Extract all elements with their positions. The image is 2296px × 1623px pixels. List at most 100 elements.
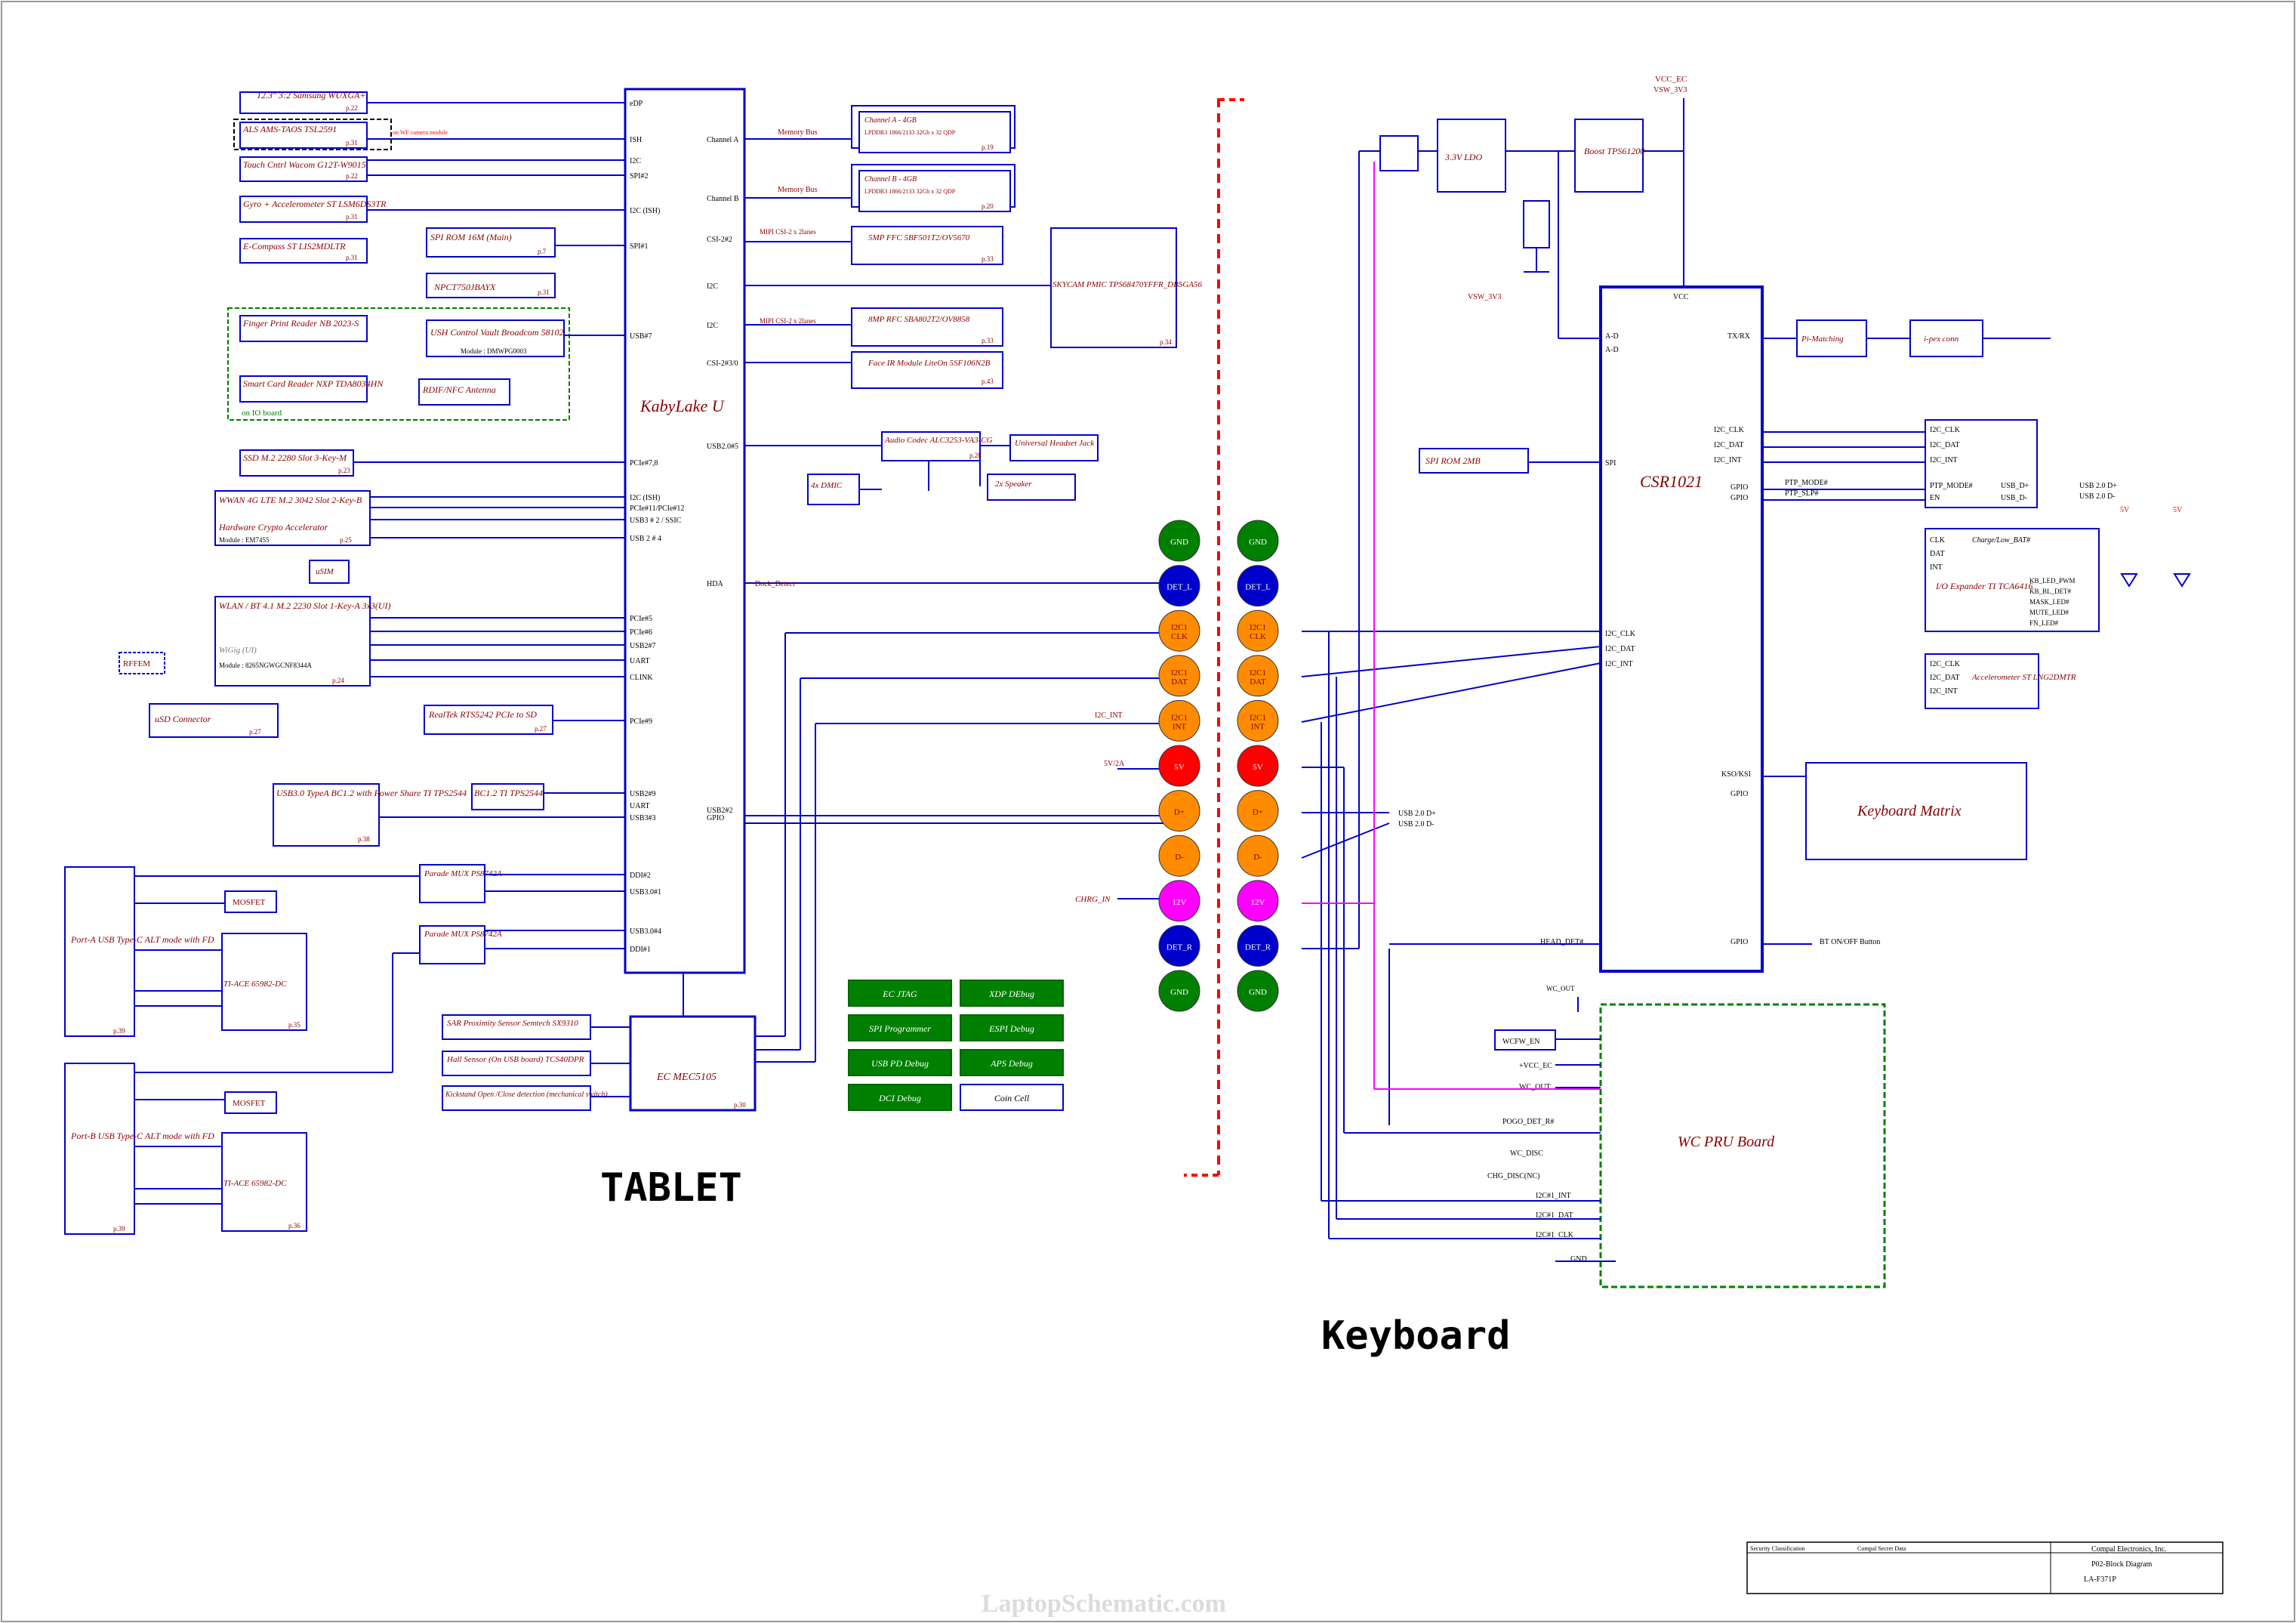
svg-text:Memory Bus: Memory Bus [778, 128, 818, 137]
gyro-label: Gyro + Accelerometer ST LSM6DS3TR [243, 199, 387, 209]
dock-divider [1184, 98, 1244, 1177]
headset-label: Universal Headset Jack [1015, 439, 1095, 448]
ec-label: EC MEC5105 [656, 1072, 717, 1083]
svg-text:Hardware Crypto Accelerator: Hardware Crypto Accelerator [218, 522, 328, 532]
pogo-pin-label: I2C1 [1171, 668, 1188, 677]
title-block: Security Classification Compal Secret Da… [1746, 1541, 2224, 1594]
pogo-left: GNDDET_LI2C1CLKI2C1DATI2C1INT5VD+D-12VDE… [1158, 520, 1200, 1012]
ldo-label: 3.3V LDO [1444, 152, 1482, 162]
usim-label: uSIM [316, 567, 334, 576]
svg-text:p.27: p.27 [249, 728, 261, 736]
pogo-pin [1237, 655, 1279, 697]
svg-text:CHG_DISC(NC): CHG_DISC(NC) [1487, 1172, 1539, 1180]
svg-text:I2C_INT: I2C_INT [1930, 456, 1958, 464]
pogo-pin-label: GND [1170, 988, 1188, 997]
cpu-right-peripherals: Channel A - 4GB LPDDR3 1866/2133 32Gb x … [760, 105, 1202, 505]
svg-text:POGO_DET_R#: POGO_DET_R# [1502, 1118, 1554, 1126]
pogo-pin [1158, 924, 1200, 967]
svg-text:I2C_DAT: I2C_DAT [1714, 441, 1743, 449]
cpu-pin-left: I2C (ISH) [630, 494, 660, 502]
mosfet-a-label: MOSFET [233, 898, 266, 907]
charge-low-label: Charge/Low_BAT# [1972, 536, 2031, 545]
cpu-pin-right: USB2.0#5 [707, 443, 738, 451]
svg-text:WC_DISC: WC_DISC [1510, 1149, 1543, 1158]
svg-text:EN: EN [1930, 494, 1940, 502]
keyboard-side: CSR1021 VCC A-D A-D SPI I2C_CLK I2C_DAT … [1379, 75, 2191, 1288]
tiace-a-label: TI-ACE 65982-DC [223, 980, 287, 989]
svg-text:p.30: p.30 [734, 1101, 746, 1109]
pogo-pin [1158, 790, 1200, 832]
i2c-int-label: I2C_INT [1095, 711, 1123, 720]
cpu-pin-left: PCIe#7,8 [630, 459, 658, 467]
svg-text:DAT: DAT [1930, 550, 1944, 558]
cpu-pin-left: USB3 # 2 / SSIC [630, 517, 682, 525]
svg-text:KSO/KSI: KSO/KSI [1721, 770, 1751, 779]
svg-text:MUTE_LED#: MUTE_LED# [2029, 609, 2069, 616]
svg-text:GPIO: GPIO [1730, 494, 1748, 502]
pogo-pin-label: I2C1 [1171, 623, 1188, 632]
cpu-pin-left: eDP [630, 100, 643, 108]
svg-text:p.25: p.25 [340, 536, 352, 544]
pogo-pin [1158, 609, 1200, 652]
debug-button-label: DCI Debug [878, 1093, 921, 1103]
wwan-label: WWAN 4G LTE M.2 3042 Slot 2-Key-B [219, 495, 362, 505]
svg-text:I2C#1_CLK: I2C#1_CLK [1536, 1231, 1574, 1239]
bc12-label: BC1.2 TI TPS2544 [474, 788, 543, 798]
svg-text:SPI: SPI [1605, 459, 1616, 467]
doc-number: LA-F371P [2084, 1575, 2116, 1584]
svg-text:p.20: p.20 [982, 202, 994, 210]
wiring [134, 102, 1178, 1205]
svg-text:WC_OUT: WC_OUT [1519, 1083, 1551, 1091]
svg-text:p.43: p.43 [982, 378, 994, 385]
pogo-pin-label: CLK [1250, 632, 1266, 641]
cpu-name: KabyLake U [639, 396, 726, 415]
svg-text:I2C_CLK: I2C_CLK [1605, 630, 1636, 638]
debug-button [960, 1084, 1064, 1111]
pogo-pin [1237, 790, 1279, 832]
svg-text:USB_D-: USB_D- [2001, 494, 2027, 502]
cpu-pin-left: DDI#1 [630, 946, 651, 954]
cpu-pin-left: ISH [630, 136, 642, 144]
svg-text:I2C_INT: I2C_INT [1605, 660, 1633, 668]
pogo-pin [1237, 745, 1279, 787]
skycam-label: SKYCAM PMIC TPS68470YFFR_DBSGA56 [1052, 280, 1202, 289]
svg-text:p.39: p.39 [113, 1225, 125, 1233]
svg-text:p.33: p.33 [982, 255, 994, 263]
svg-text:on WF camera module: on WF camera module [393, 129, 448, 136]
svg-text:LPDDR3 1866/2133 32Gb x 32 QDP: LPDDR3 1866/2133 32Gb x 32 QDP [864, 188, 956, 195]
speaker-label: 2x Speaker [995, 480, 1032, 489]
hall-label: Hall Sensor (On USB board) TCS40DPR [446, 1055, 584, 1064]
pogo-pin-label: 12V [1173, 898, 1187, 907]
svg-text:USB 2.0 D-: USB 2.0 D- [1398, 820, 1435, 828]
svg-text:I2C_CLK: I2C_CLK [1714, 426, 1745, 434]
cam8mp-label: 8MP RFC SBA802T2/OV8858 [868, 315, 970, 324]
svg-text:I2C#1_INT: I2C#1_INT [1536, 1192, 1571, 1200]
pogo-pin-label: D- [1175, 853, 1184, 862]
svg-text:PTP_MODE#: PTP_MODE# [1785, 479, 1828, 487]
svg-text:TX/RX: TX/RX [1727, 332, 1751, 341]
svg-text:INT: INT [1930, 563, 1943, 572]
wc-board-label: WC PRU Board [1678, 1134, 1775, 1150]
cpu-pin-left: USB2#7 [630, 642, 655, 650]
debug-button [848, 1014, 952, 1041]
pogo-pin [1158, 520, 1200, 562]
wlan-label: WLAN / BT 4.1 M.2 2230 Slot 1-Key-A 3x3(… [219, 600, 391, 611]
pogo-pin-label: DET_R [1245, 943, 1271, 952]
pogo-pin [1237, 835, 1279, 877]
debug-button [848, 980, 952, 1007]
spi-rom-label: SPI ROM 16M (Main) [430, 232, 512, 242]
debug-button-label: XDP DEbug [988, 989, 1034, 999]
pogo-right: GNDDET_LI2C1CLKI2C1DATI2C1INT5VD+D-12VDE… [1237, 520, 1279, 1012]
svg-text:A-D: A-D [1605, 346, 1619, 354]
svg-text:USB 2.0 D+: USB 2.0 D+ [2079, 482, 2117, 490]
svg-text:on IO board: on IO board [242, 409, 282, 418]
cpu-pin-left: SPI#2 [630, 172, 648, 181]
debug-button-label: SPI Programmer [869, 1023, 931, 1034]
svg-text:p.31: p.31 [346, 254, 358, 261]
pogo-pin-label: I2C1 [1250, 623, 1266, 632]
svg-text:I2C_DAT: I2C_DAT [1930, 441, 1959, 449]
svg-text:PTP_MODE#: PTP_MODE# [1930, 482, 1973, 490]
svg-text:I2C_CLK: I2C_CLK [1930, 426, 1961, 434]
svg-text:5V: 5V [2120, 506, 2130, 514]
